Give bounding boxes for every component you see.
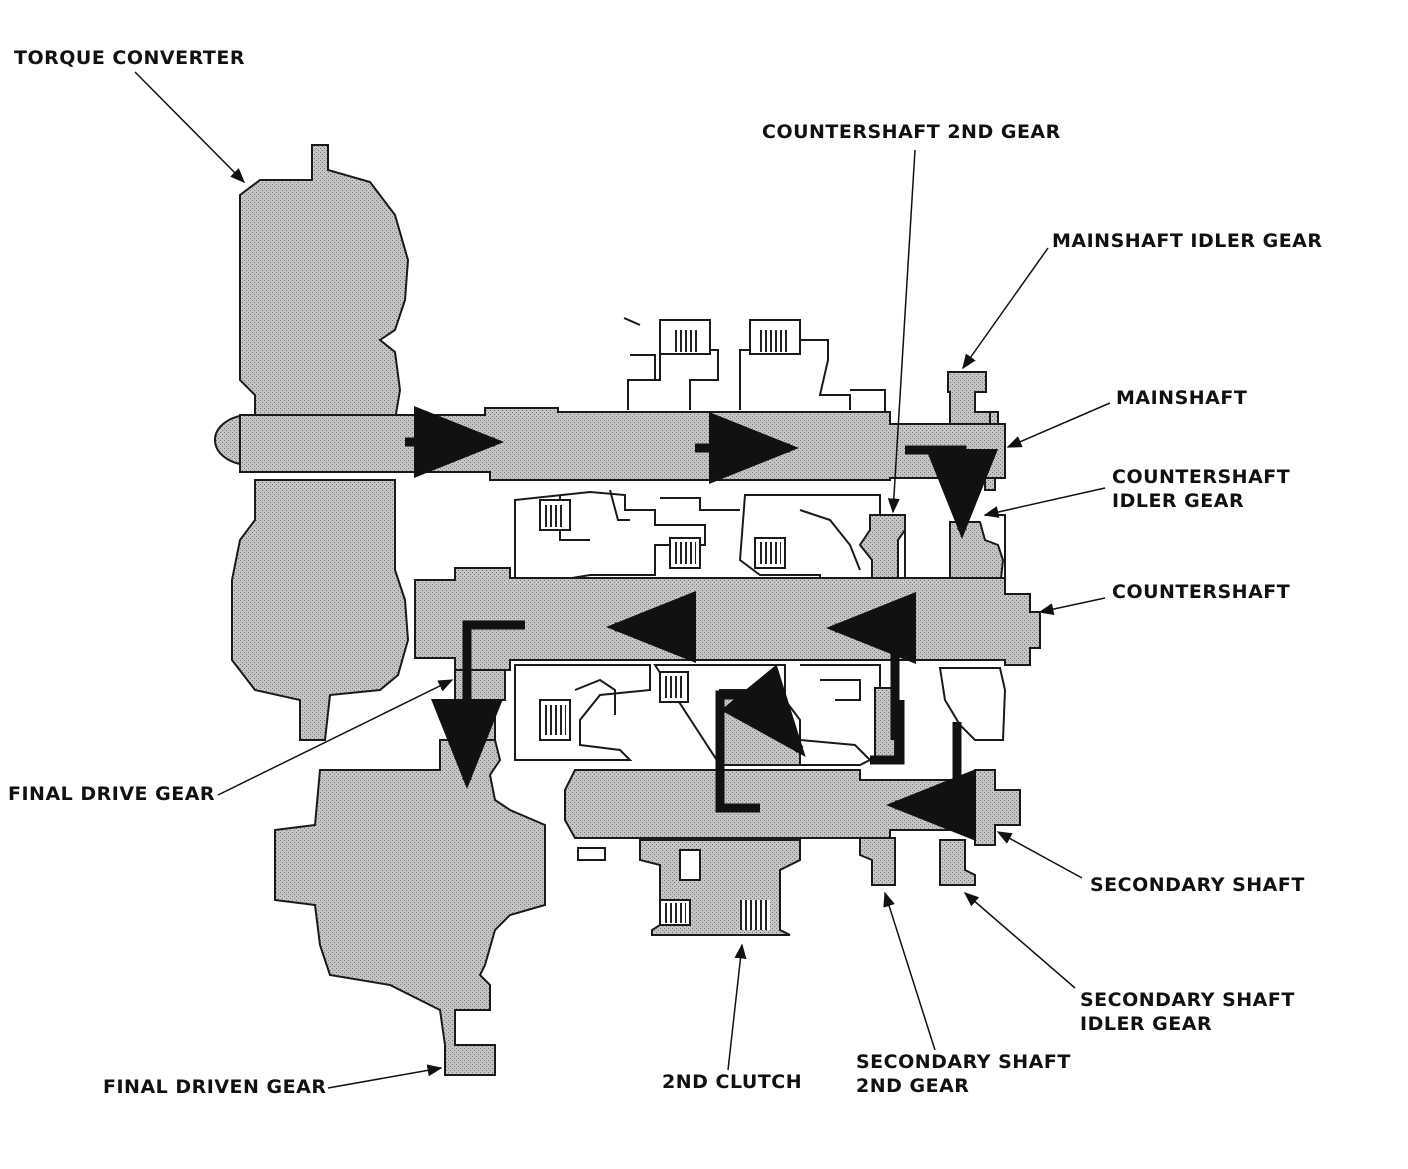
label-mainshaft: MAINSHAFT	[1116, 387, 1248, 409]
power-flow-arrows	[405, 406, 998, 841]
secondary-shaft-idler-gear	[939, 839, 976, 886]
label-secondary-shaft: SECONDARY SHAFT	[1090, 874, 1305, 896]
label-mainshaft-idler-gear: MAINSHAFT IDLER GEAR	[1052, 230, 1323, 252]
secondary-shaft-2nd-gear	[859, 837, 896, 886]
leader-lines	[134, 71, 1111, 1089]
middle-clutch-assembly	[514, 489, 906, 591]
label-torque-converter: TORQUE CONVERTER	[14, 47, 245, 69]
mainshaft-clutch-packs	[623, 317, 886, 412]
label-countershaft-2nd-gear: COUNTERSHAFT 2ND GEAR	[762, 121, 1061, 143]
label-countershaft-idler-gear-line1: COUNTERSHAFT	[1112, 466, 1291, 488]
mainshaft	[239, 407, 1006, 481]
second-clutch	[577, 839, 801, 936]
label-final-drive-gear: FINAL DRIVE GEAR	[8, 783, 216, 805]
label-countershaft-idler-gear-line2: IDLER GEAR	[1112, 490, 1245, 512]
label-2nd-clutch: 2ND CLUTCH	[662, 1071, 803, 1093]
label-secondary-shaft-2nd-gear-line2: 2ND GEAR	[856, 1075, 970, 1097]
torque-converter	[214, 144, 410, 741]
countershaft	[414, 567, 1041, 671]
label-secondary-shaft-idler-gear-line1: SECONDARY SHAFT	[1080, 989, 1295, 1011]
label-secondary-shaft-2nd-gear-line1: SECONDARY SHAFT	[856, 1051, 1071, 1073]
label-countershaft: COUNTERSHAFT	[1112, 581, 1291, 603]
label-secondary-shaft-idler-gear-line2: IDLER GEAR	[1080, 1013, 1213, 1035]
secondary-2nd-clutch-drum	[719, 687, 896, 766]
label-final-driven-gear: FINAL DRIVEN GEAR	[103, 1076, 327, 1098]
differential	[274, 739, 546, 1076]
